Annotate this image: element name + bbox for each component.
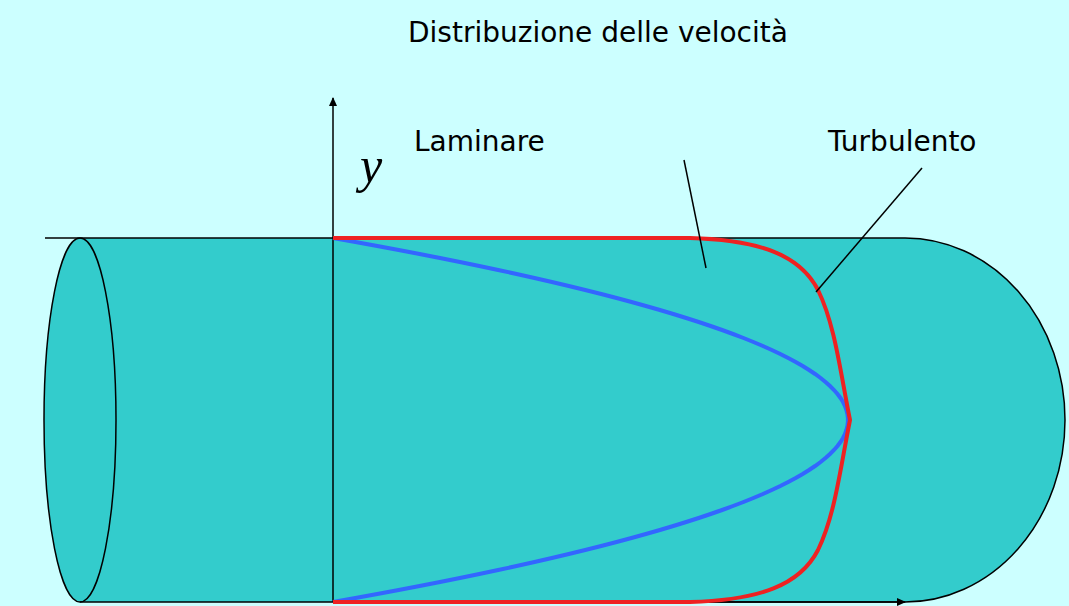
pipe-body: [80, 238, 1065, 602]
axis-label: y: [360, 140, 382, 190]
laminar-profile: [333, 238, 848, 602]
turbulent-profile: [333, 238, 850, 602]
leader-line: [816, 168, 922, 292]
leader-line: [684, 160, 706, 268]
y-axis: [332, 98, 334, 602]
pipe-right-end: [905, 238, 1065, 602]
profile-label: Laminare: [414, 125, 545, 158]
pipe-left-end: [44, 238, 116, 602]
profile-label: Turbulento: [828, 125, 977, 158]
diagram-title: Distribuzione delle velocità: [408, 16, 788, 49]
